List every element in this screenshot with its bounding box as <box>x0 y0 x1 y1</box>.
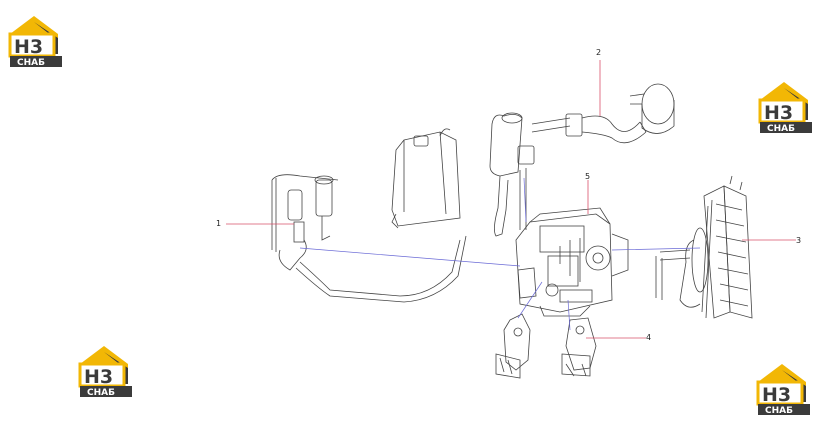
callout-3: 3 <box>796 236 802 245</box>
radiator-assembly <box>655 175 753 319</box>
logo-subtext: СНАБ <box>17 58 45 68</box>
engine-block <box>515 207 629 317</box>
logo-text: H3 <box>14 36 43 58</box>
logo-subtext: СНАБ <box>767 124 795 134</box>
callout-2: 2 <box>596 48 602 57</box>
fuel-filter-assembly <box>271 174 467 303</box>
engine-mounts <box>495 313 597 379</box>
callout-4: 4 <box>646 333 652 342</box>
logo-text: H3 <box>84 366 113 388</box>
logo-subtext: СНАБ <box>765 406 793 416</box>
assembly-connection-lines <box>299 177 701 331</box>
air-intake-assembly <box>489 83 675 237</box>
expansion-tank <box>391 128 461 229</box>
brand-logo-top-left: H3 СНАБ <box>8 16 62 68</box>
logo-text: H3 <box>762 384 791 406</box>
logo-text: H3 <box>764 102 793 124</box>
callout-5: 5 <box>585 172 591 181</box>
brand-logo-top-right: H3 СНАБ <box>758 82 812 134</box>
logo-subtext: СНАБ <box>87 388 115 398</box>
brand-logo-bottom-left: H3 СНАБ <box>78 346 132 398</box>
callout-1: 1 <box>216 219 222 228</box>
callout-leaders <box>226 60 796 339</box>
brand-logo-bottom-right: H3 СНАБ <box>756 364 810 416</box>
